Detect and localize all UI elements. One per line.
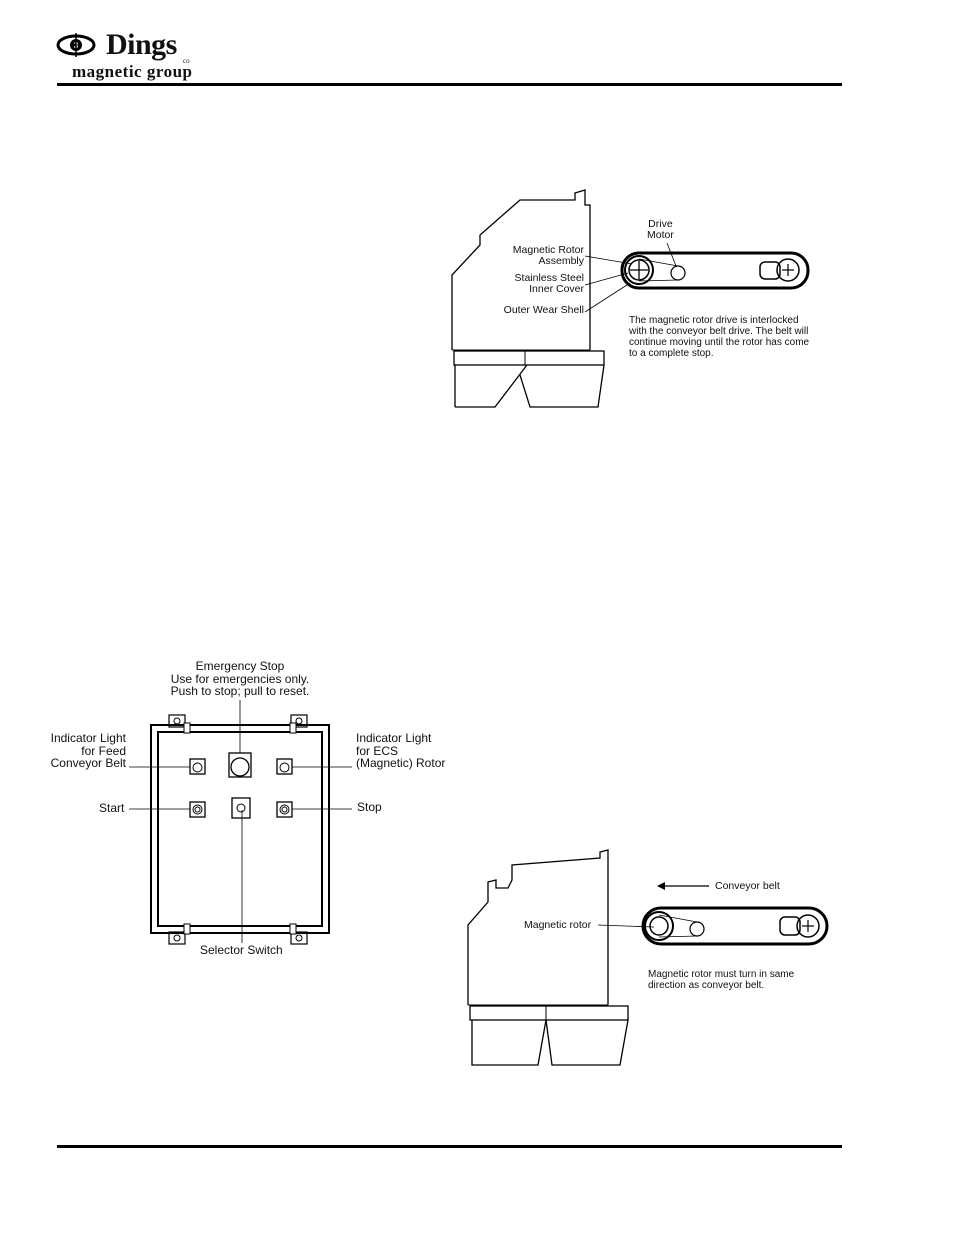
outer-wear-shell-label: Outer Wear Shell [503,304,584,316]
magnetic-rotor-assembly-label: Magnetic Rotor Assembly [512,244,584,267]
leader-lines [584,242,677,313]
brand-subtitle: magnetic group [72,62,193,81]
brand-name: Dings [106,28,177,61]
stainless-steel-inner-cover-label: Stainless Steel Inner Cover [514,272,584,295]
interlock-note: The magnetic rotor drive is interlocked … [629,315,810,359]
conveyor-belt-label: Conveyor belt [715,880,780,892]
drive-motor-label: Drive Motor [647,218,674,241]
brand-co: co [183,57,190,65]
separator-housing-drawing-2 [467,849,629,1066]
indicator-ecs-label: Indicator Light for ECS (Magnetic) Rotor [356,731,446,770]
magnetic-rotor-label: Magnetic rotor [524,919,592,931]
belt-drive-drawing [620,251,810,290]
start-label: Start [99,801,125,815]
emergency-stop-label: Emergency Stop Use for emergencies only.… [170,659,310,698]
indicator-feed-label: Indicator Light for Feed Conveyor Belt [50,731,126,770]
selector-switch-label: Selector Switch [200,943,283,957]
belt-drive-drawing-2 [641,906,829,946]
header-rule [57,83,842,86]
stop-label: Stop [357,800,382,814]
rotation-note: Magnetic rotor must turn in same directi… [648,969,795,991]
direction-arrow-icon [657,882,709,890]
separator-housing-drawing [451,189,605,408]
dings-logo-icon: 3 [56,33,96,57]
footer-rule [57,1145,842,1148]
